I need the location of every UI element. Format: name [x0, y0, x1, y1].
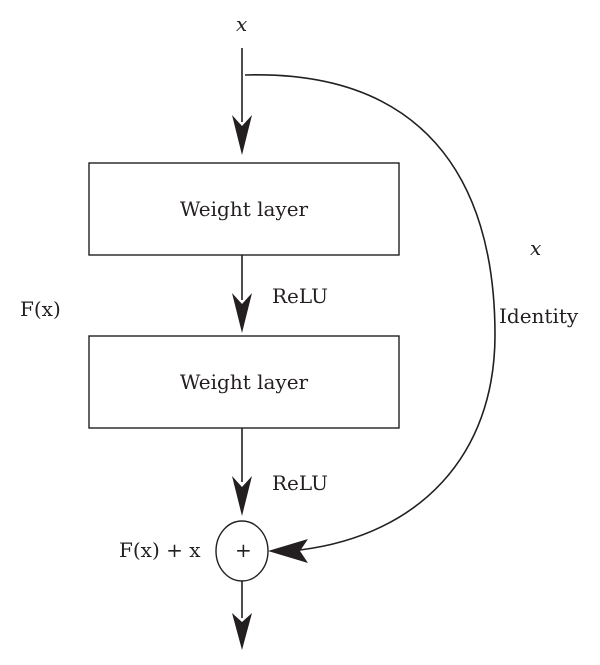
input-x-label: x: [236, 12, 248, 36]
weight-layer-bottom-label: Weight layer: [179, 370, 309, 394]
weight-layer-box-top: [88, 162, 400, 256]
weight-layer-top-label: Weight layer: [179, 197, 309, 221]
output-arrow-head: [232, 613, 252, 650]
identity-skip-curve: [244, 74, 496, 551]
fx-label: F(x): [20, 297, 61, 321]
skip-x-label: x: [530, 236, 542, 260]
input-arrow-head: [232, 115, 252, 155]
relu-top-label: ReLU: [272, 284, 328, 308]
identity-label: Identity: [499, 304, 579, 328]
weight-layer-box-bottom: [88, 335, 400, 429]
relu-bottom-label: ReLU: [272, 471, 328, 495]
sum-expression-label: F(x) + x: [119, 538, 201, 562]
relu-arrow-top-head: [232, 293, 252, 333]
relu-arrow-bottom-head: [232, 476, 252, 516]
plus-symbol: +: [235, 538, 252, 562]
identity-arrow-head: [268, 539, 308, 563]
